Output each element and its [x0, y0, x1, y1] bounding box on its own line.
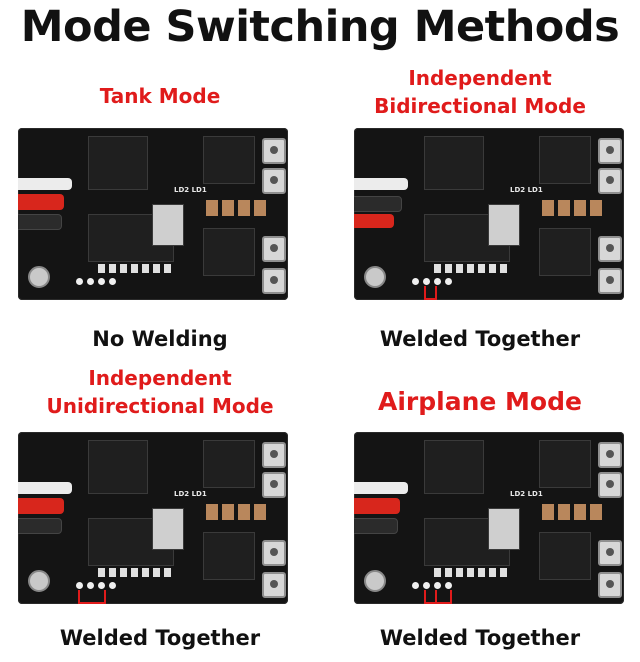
solder-bridge-marker	[78, 590, 106, 604]
board-silk-label: LD2 LD1	[174, 186, 207, 194]
screw-terminal	[364, 570, 386, 592]
solder-bridge-marker-mid	[435, 590, 437, 602]
capacitor	[222, 200, 234, 216]
board-silk-label: LD2 LD1	[510, 186, 543, 194]
diode	[488, 204, 520, 246]
solder-caption: Welded Together	[379, 327, 581, 351]
capacitor	[222, 504, 234, 520]
board-silk-label: LD2 LD1	[174, 490, 207, 498]
quadrant-airplane-mode: Airplane Mode LD2 LD1 Welded Together	[320, 362, 640, 662]
capacitor	[574, 504, 586, 520]
terminal-pad	[262, 572, 286, 598]
regulator-chip	[424, 136, 484, 190]
terminal-pad	[598, 572, 622, 598]
capacitor	[254, 200, 266, 216]
pin-header	[98, 568, 171, 577]
terminal-pad	[598, 472, 622, 498]
terminal-pad	[598, 540, 622, 566]
screw-terminal	[28, 266, 50, 288]
capacitor	[574, 200, 586, 216]
terminal-pad	[598, 268, 622, 294]
board-silk-label: LD2 LD1	[510, 490, 543, 498]
terminal-pad	[262, 138, 286, 164]
pin-header	[434, 568, 507, 577]
diode	[488, 508, 520, 550]
wire-black	[18, 518, 62, 534]
mosfet-chip-top	[539, 440, 591, 488]
terminal-pad	[262, 472, 286, 498]
quadrant-tank-mode: Tank Mode LD2 LD1 No Welding	[0, 62, 320, 362]
wire-red	[354, 214, 394, 228]
wire-black	[18, 214, 62, 230]
solder-pads	[412, 582, 452, 589]
solder-bridge-marker	[424, 286, 437, 300]
regulator-chip	[88, 440, 148, 494]
pin-header	[98, 264, 171, 273]
capacitor	[590, 200, 602, 216]
terminal-pad	[598, 138, 622, 164]
wire-white	[18, 178, 72, 190]
mosfet-chip-top	[539, 136, 591, 184]
mode-label-line2: Bidirectional Mode	[374, 94, 586, 118]
terminal-pad	[262, 236, 286, 262]
solder-bridge-marker	[424, 590, 452, 604]
page-title: Mode Switching Methods	[20, 2, 620, 52]
mosfet-chip-bottom	[203, 532, 255, 580]
terminal-pad	[262, 168, 286, 194]
quadrant-independent-unidirectional-mode: Independent Unidirectional Mode LD2 LD1 …	[0, 362, 320, 662]
terminal-pad	[598, 442, 622, 468]
wire-red	[354, 498, 400, 514]
mode-label-line2: Unidirectional Mode	[46, 394, 274, 418]
capacitor	[254, 504, 266, 520]
pin-header	[434, 264, 507, 273]
capacitor	[542, 200, 554, 216]
terminal-pad	[262, 540, 286, 566]
diode	[152, 204, 184, 246]
mosfet-chip-bottom	[203, 228, 255, 276]
wire-red	[18, 498, 64, 514]
circuit-board-image: LD2 LD1	[354, 432, 624, 604]
mode-label-line1: Independent	[88, 366, 232, 390]
diode	[152, 508, 184, 550]
capacitor	[542, 504, 554, 520]
wire-black	[354, 518, 398, 534]
mosfet-chip-top	[203, 136, 255, 184]
terminal-pad	[598, 168, 622, 194]
circuit-board-image: LD2 LD1	[18, 128, 288, 300]
capacitor	[206, 200, 218, 216]
mosfet-chip-bottom	[539, 228, 591, 276]
terminal-pad	[598, 236, 622, 262]
wire-white	[354, 178, 408, 190]
solder-caption: Welded Together	[59, 626, 261, 650]
screw-terminal	[364, 266, 386, 288]
mosfet-chip-top	[203, 440, 255, 488]
capacitor	[558, 200, 570, 216]
solder-pads	[76, 278, 116, 285]
circuit-board-image: LD2 LD1	[18, 432, 288, 604]
terminal-pad	[262, 268, 286, 294]
solder-caption: Welded Together	[379, 626, 581, 650]
capacitor	[590, 504, 602, 520]
capacitor	[238, 504, 250, 520]
wire-black	[354, 196, 402, 212]
terminal-pad	[262, 442, 286, 468]
quadrant-independent-bidirectional-mode: Independent Bidirectional Mode LD2 LD1 W…	[320, 62, 640, 362]
solder-caption: No Welding	[92, 327, 228, 351]
circuit-board-image: LD2 LD1	[354, 128, 624, 300]
solder-pads	[76, 582, 116, 589]
capacitor	[238, 200, 250, 216]
wire-white	[18, 482, 72, 494]
wire-white	[354, 482, 408, 494]
screw-terminal	[28, 570, 50, 592]
capacitor	[558, 504, 570, 520]
mosfet-chip-bottom	[539, 532, 591, 580]
capacitor	[206, 504, 218, 520]
regulator-chip	[88, 136, 148, 190]
regulator-chip	[424, 440, 484, 494]
solder-pads	[412, 278, 452, 285]
mode-label: Tank Mode	[99, 84, 221, 108]
wire-red	[18, 194, 64, 210]
mode-label: Airplane Mode	[378, 387, 582, 416]
mode-label-line1: Independent	[408, 66, 552, 90]
